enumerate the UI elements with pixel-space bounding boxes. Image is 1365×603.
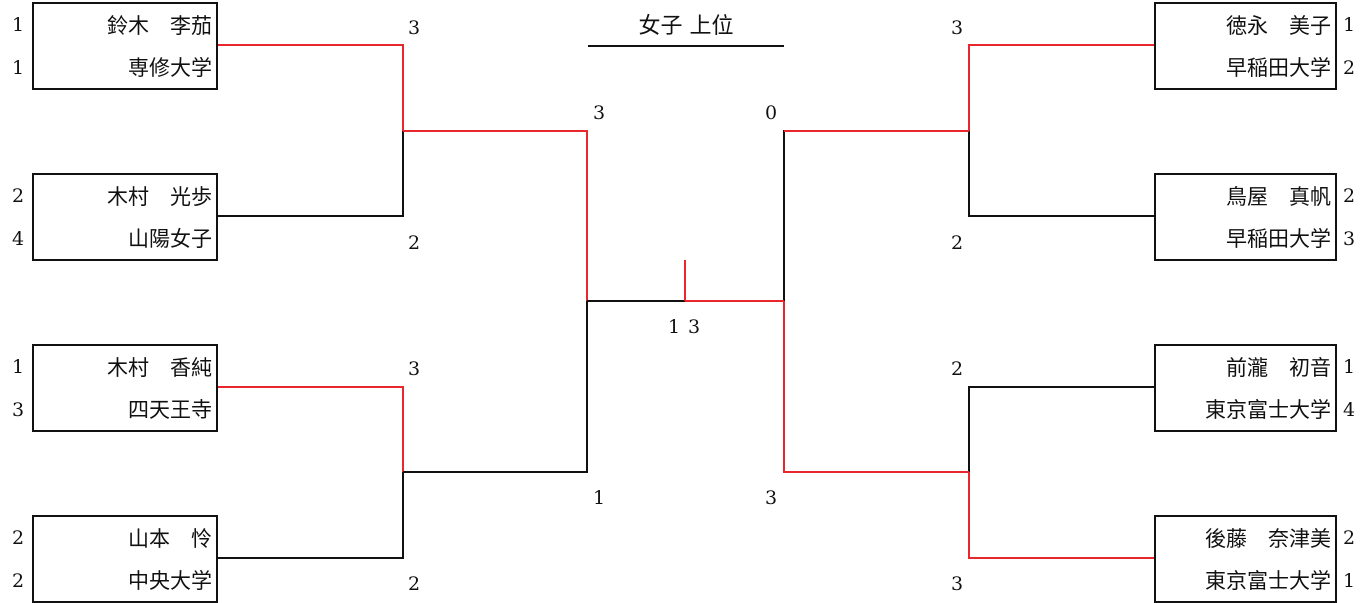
right-sf-score-bottom: 3: [765, 487, 778, 509]
player-name: 後藤 奈津美: [1205, 527, 1331, 551]
left-seed-2-bottom: 4: [12, 228, 25, 250]
left-seed-2-top: 2: [12, 185, 25, 207]
left-player-box-2: 木村 光歩 山陽女子: [32, 173, 218, 261]
right-seed-1-top: 1: [1343, 14, 1356, 36]
title-underline: [588, 45, 784, 47]
player-school: 山陽女子: [128, 227, 212, 251]
player-school: 東京富士大学: [1205, 569, 1331, 593]
right-player-box-3: 前瀧 初音 東京富士大学: [1154, 344, 1337, 432]
player-school: 中央大学: [128, 569, 212, 593]
bracket-title: 女子 上位: [638, 14, 734, 39]
left-qf2-loser-line: [217, 472, 404, 559]
right-seed-2-top: 2: [1343, 185, 1356, 207]
right-player-box-1: 徳永 美子 早稲田大学: [1154, 2, 1337, 90]
right-sf-top-line: [783, 130, 969, 301]
right-qf1-winner-line: [968, 44, 1155, 131]
left-qf1-winner-line: [217, 44, 404, 131]
player-name: 鈴木 李茄: [107, 14, 212, 38]
right-sf-score-top: 0: [765, 102, 778, 124]
final-score-right: 3: [688, 316, 701, 338]
left-qf-score-3: 3: [408, 358, 421, 380]
player-name: 徳永 美子: [1226, 14, 1331, 38]
left-qf1-loser-line: [217, 131, 404, 217]
player-name: 鳥屋 真帆: [1226, 185, 1331, 209]
left-sf-score-bottom: 1: [593, 487, 606, 509]
player-name: 山本 怜: [128, 527, 212, 551]
left-seed-3-top: 1: [12, 356, 25, 378]
right-seed-3-bottom: 4: [1343, 399, 1356, 421]
player-school: 早稲田大学: [1226, 56, 1331, 80]
right-qf-score-2: 2: [951, 232, 964, 254]
left-sf-loser-line: [403, 301, 588, 473]
left-player-box-1: 鈴木 李茄 専修大学: [32, 2, 218, 90]
left-seed-3-bottom: 3: [12, 399, 25, 421]
right-seed-2-bottom: 3: [1343, 228, 1356, 250]
left-seed-4-top: 2: [12, 527, 25, 549]
player-school: 専修大学: [128, 56, 212, 80]
player-school: 東京富士大学: [1205, 398, 1331, 422]
left-seed-1-bottom: 1: [12, 57, 25, 79]
left-seed-4-bottom: 2: [12, 570, 25, 592]
left-sf-score-top: 3: [593, 102, 606, 124]
left-qf-score-4: 2: [408, 573, 421, 595]
player-school: 四天王寺: [128, 398, 212, 422]
left-qf-score-2: 2: [408, 232, 421, 254]
right-qf2-loser-line: [968, 386, 1155, 472]
left-player-box-3: 木村 香純 四天王寺: [32, 344, 218, 432]
right-seed-4-bottom: 1: [1343, 570, 1356, 592]
right-qf-score-3: 2: [951, 358, 964, 380]
right-player-box-4: 後藤 奈津美 東京富士大学: [1154, 515, 1337, 603]
right-player-box-2: 鳥屋 真帆 早稲田大学: [1154, 173, 1337, 261]
player-name: 木村 香純: [107, 356, 212, 380]
final-score-left: 1: [668, 316, 681, 338]
player-school: 早稲田大学: [1226, 227, 1331, 251]
right-seed-4-top: 2: [1343, 527, 1356, 549]
right-qf-score-4: 3: [951, 573, 964, 595]
left-seed-1-top: 1: [12, 14, 25, 36]
right-seed-1-bottom: 2: [1343, 57, 1356, 79]
right-seed-3-top: 1: [1343, 356, 1356, 378]
right-qf2-winner-line: [968, 472, 1155, 559]
player-name: 木村 光歩: [107, 185, 212, 209]
right-qf-score-1: 3: [951, 17, 964, 39]
right-sf-winner-line: [783, 301, 969, 473]
left-qf2-winner-line: [217, 386, 404, 472]
left-player-box-4: 山本 怜 中央大学: [32, 515, 218, 603]
left-sf-winner-line: [403, 130, 588, 301]
player-name: 前瀧 初音: [1226, 356, 1331, 380]
right-qf1-loser-line: [968, 131, 1155, 217]
left-qf-score-1: 3: [408, 17, 421, 39]
